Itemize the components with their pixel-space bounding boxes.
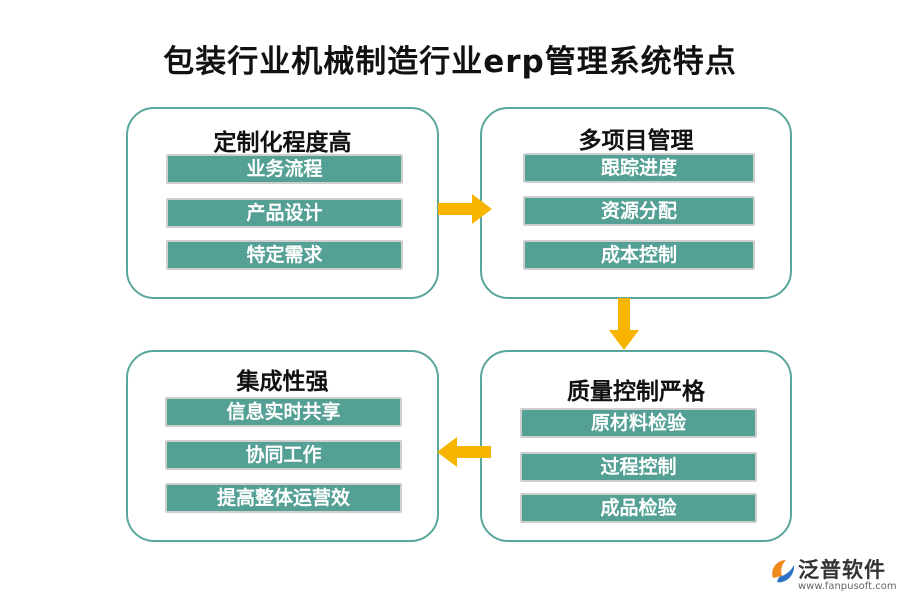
feature-item: 协同工作 bbox=[165, 440, 402, 470]
box-title: 多项目管理 bbox=[578, 128, 694, 154]
feature-item: 提高整体运营效 bbox=[165, 483, 402, 513]
feature-item: 资源分配 bbox=[523, 196, 755, 226]
feature-item: 业务流程 bbox=[166, 154, 403, 184]
feature-item: 成品检验 bbox=[520, 493, 757, 523]
fanpu-logo-icon bbox=[772, 560, 795, 583]
page-title: 包装行业机械制造行业erp管理系统特点 bbox=[163, 44, 737, 80]
feature-box-multiproject: 多项目管理 跟踪进度 资源分配 成本控制 bbox=[480, 107, 792, 299]
logo-url: www.fanpusoft.com bbox=[798, 581, 897, 592]
feature-item: 成本控制 bbox=[523, 240, 755, 270]
feature-item: 跟踪进度 bbox=[523, 153, 755, 183]
box-title: 集成性强 bbox=[236, 369, 329, 395]
box-title: 质量控制严格 bbox=[567, 379, 705, 405]
feature-box-customization: 定制化程度高 业务流程 产品设计 特定需求 bbox=[126, 107, 439, 299]
brand-logo: 泛普软件 www.fanpusoft.com bbox=[768, 552, 897, 596]
feature-box-quality: 质量控制严格 原材料检验 过程控制 成品检验 bbox=[480, 350, 792, 542]
arrow-right-icon bbox=[438, 194, 492, 224]
feature-item: 特定需求 bbox=[166, 240, 403, 270]
box-title: 定制化程度高 bbox=[213, 130, 352, 156]
feature-box-integration: 集成性强 信息实时共享 协同工作 提高整体运营效 bbox=[126, 350, 439, 542]
feature-item: 产品设计 bbox=[166, 198, 403, 228]
feature-item: 原材料检验 bbox=[520, 408, 757, 438]
feature-item: 过程控制 bbox=[520, 452, 757, 482]
feature-item: 信息实时共享 bbox=[165, 397, 402, 427]
arrow-left-icon bbox=[437, 437, 491, 467]
arrow-down-icon bbox=[609, 298, 639, 350]
logo-name: 泛普软件 bbox=[798, 558, 886, 582]
